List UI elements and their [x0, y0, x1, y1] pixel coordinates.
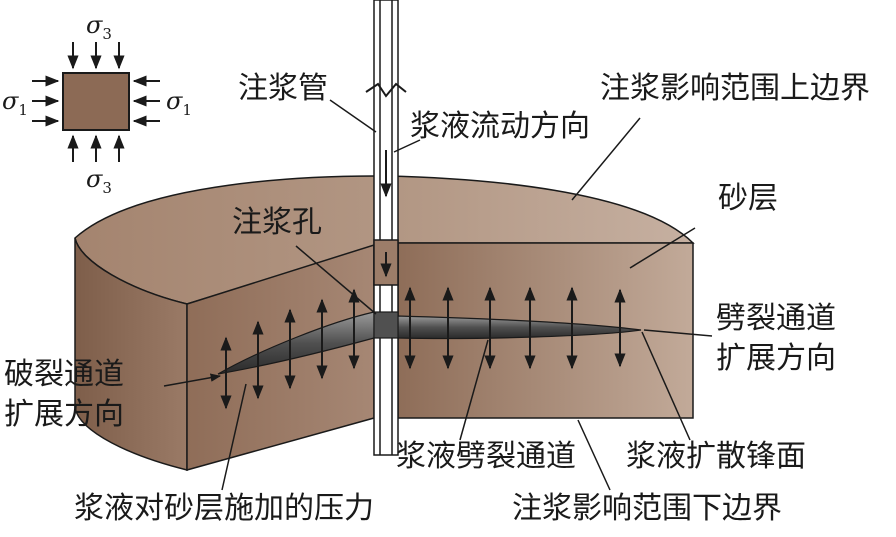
leader-lower-boundary [577, 419, 611, 491]
leader-grout-hole [295, 245, 377, 315]
sigma1-left-label: σ1 [2, 87, 28, 119]
label-splitting-channel-2: 扩展方向 [716, 341, 836, 376]
leader-flow-direction [393, 139, 421, 153]
label-fracture-channel-2: 扩展方向 [4, 397, 124, 432]
label-lower-boundary: 注浆影响范围下边界 [512, 491, 782, 526]
leader-diffusion-front [641, 331, 691, 441]
label-fracture-channel-1: 破裂通道 [4, 357, 124, 392]
leader-lines [163, 99, 713, 491]
stress-arrows [32, 42, 160, 162]
grout-channel-right [397, 315, 642, 340]
grout-pipe [365, 0, 407, 456]
label-sand-layer: 砂层 [718, 181, 778, 216]
leader-grout-pipe [329, 99, 377, 133]
sigma3-top-label: σ3 [86, 11, 112, 43]
leader-splitting-channel [459, 339, 489, 441]
label-splitting-channel-1: 劈裂通道 [716, 301, 836, 336]
label-grout-diffusion-front: 浆液扩散锋面 [626, 439, 806, 474]
label-grout-pipe: 注浆管 [238, 71, 328, 106]
grout-pipe-body [373, 0, 399, 456]
leader-splitting-extension [643, 329, 713, 337]
stress-square [62, 72, 130, 131]
leader-sand-layer [629, 227, 696, 269]
stress-element [32, 42, 160, 162]
leader-pressure [221, 383, 247, 491]
sigma3-bottom-label: σ3 [86, 165, 112, 197]
sigma1-right-label: σ1 [166, 87, 192, 119]
leader-upper-boundary [571, 117, 641, 201]
label-upper-boundary: 注浆影响范围上边界 [600, 71, 870, 106]
pipe-break-mark [365, 82, 407, 98]
label-flow-direction: 浆液流动方向 [410, 109, 590, 144]
label-grout-splitting-channel: 浆液劈裂通道 [396, 439, 576, 474]
leader-fracture-extension [163, 373, 222, 387]
grout-channel-at-pipe [373, 311, 399, 339]
pressure-arrows [220, 286, 626, 410]
label-grout-pressure: 浆液对砂层施加的压力 [74, 491, 374, 526]
label-grout-hole: 注浆孔 [232, 205, 322, 240]
